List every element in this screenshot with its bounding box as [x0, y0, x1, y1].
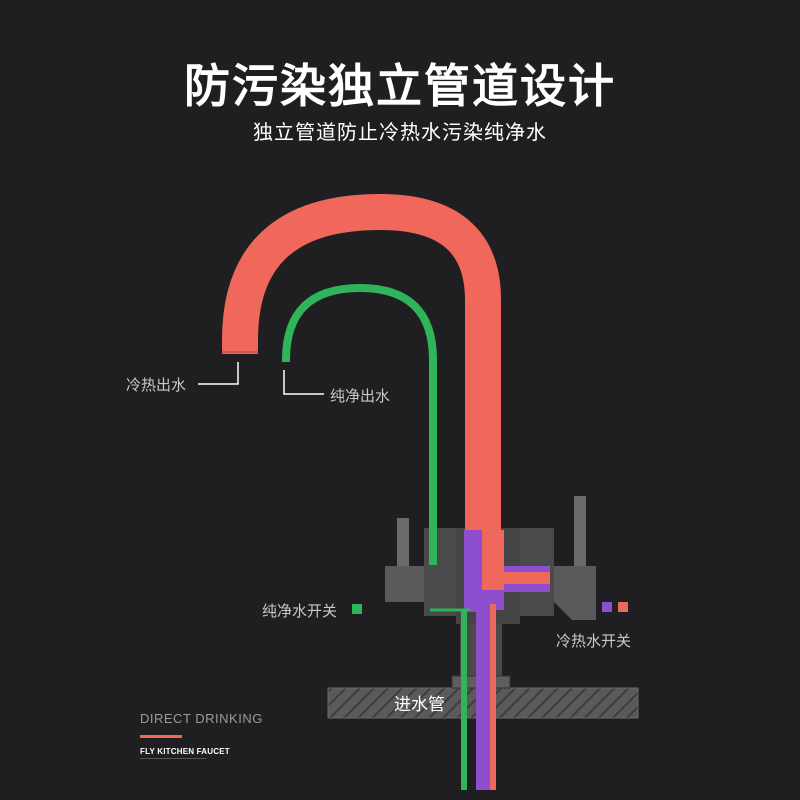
pure-water-handle: [385, 518, 431, 602]
hot-cold-outlet-leader: [198, 362, 239, 385]
brand-accent-bar: [140, 735, 182, 738]
hot-cold-spout-pipe: [222, 193, 501, 540]
hot-switch-swatch: [602, 602, 612, 612]
cold-switch-swatch: [618, 602, 628, 612]
page-subtitle: 独立管道防止冷热水污染纯净水: [253, 120, 547, 144]
hot-cold-handle: [552, 496, 596, 620]
hot-cold-switch-label: 冷热水开关: [556, 632, 632, 650]
brand-underline: [140, 758, 206, 759]
pure-switch-label: 纯净水开关: [262, 602, 338, 620]
inlet-pipe-label: 进水管: [394, 695, 445, 715]
hot-cold-outlet-label: 冷热出水: [126, 376, 187, 394]
page-title: 防污染独立管道设计: [184, 59, 616, 113]
pure-outlet-leader: [283, 370, 324, 395]
pure-outlet-label: 纯净出水: [330, 387, 391, 405]
brand-title: DIRECT DRINKING: [140, 711, 263, 726]
pure-switch-swatch: [352, 604, 362, 614]
brand-subtitle: FLY KITCHEN FAUCET: [140, 747, 230, 756]
pure-water-pipe: [282, 283, 437, 565]
